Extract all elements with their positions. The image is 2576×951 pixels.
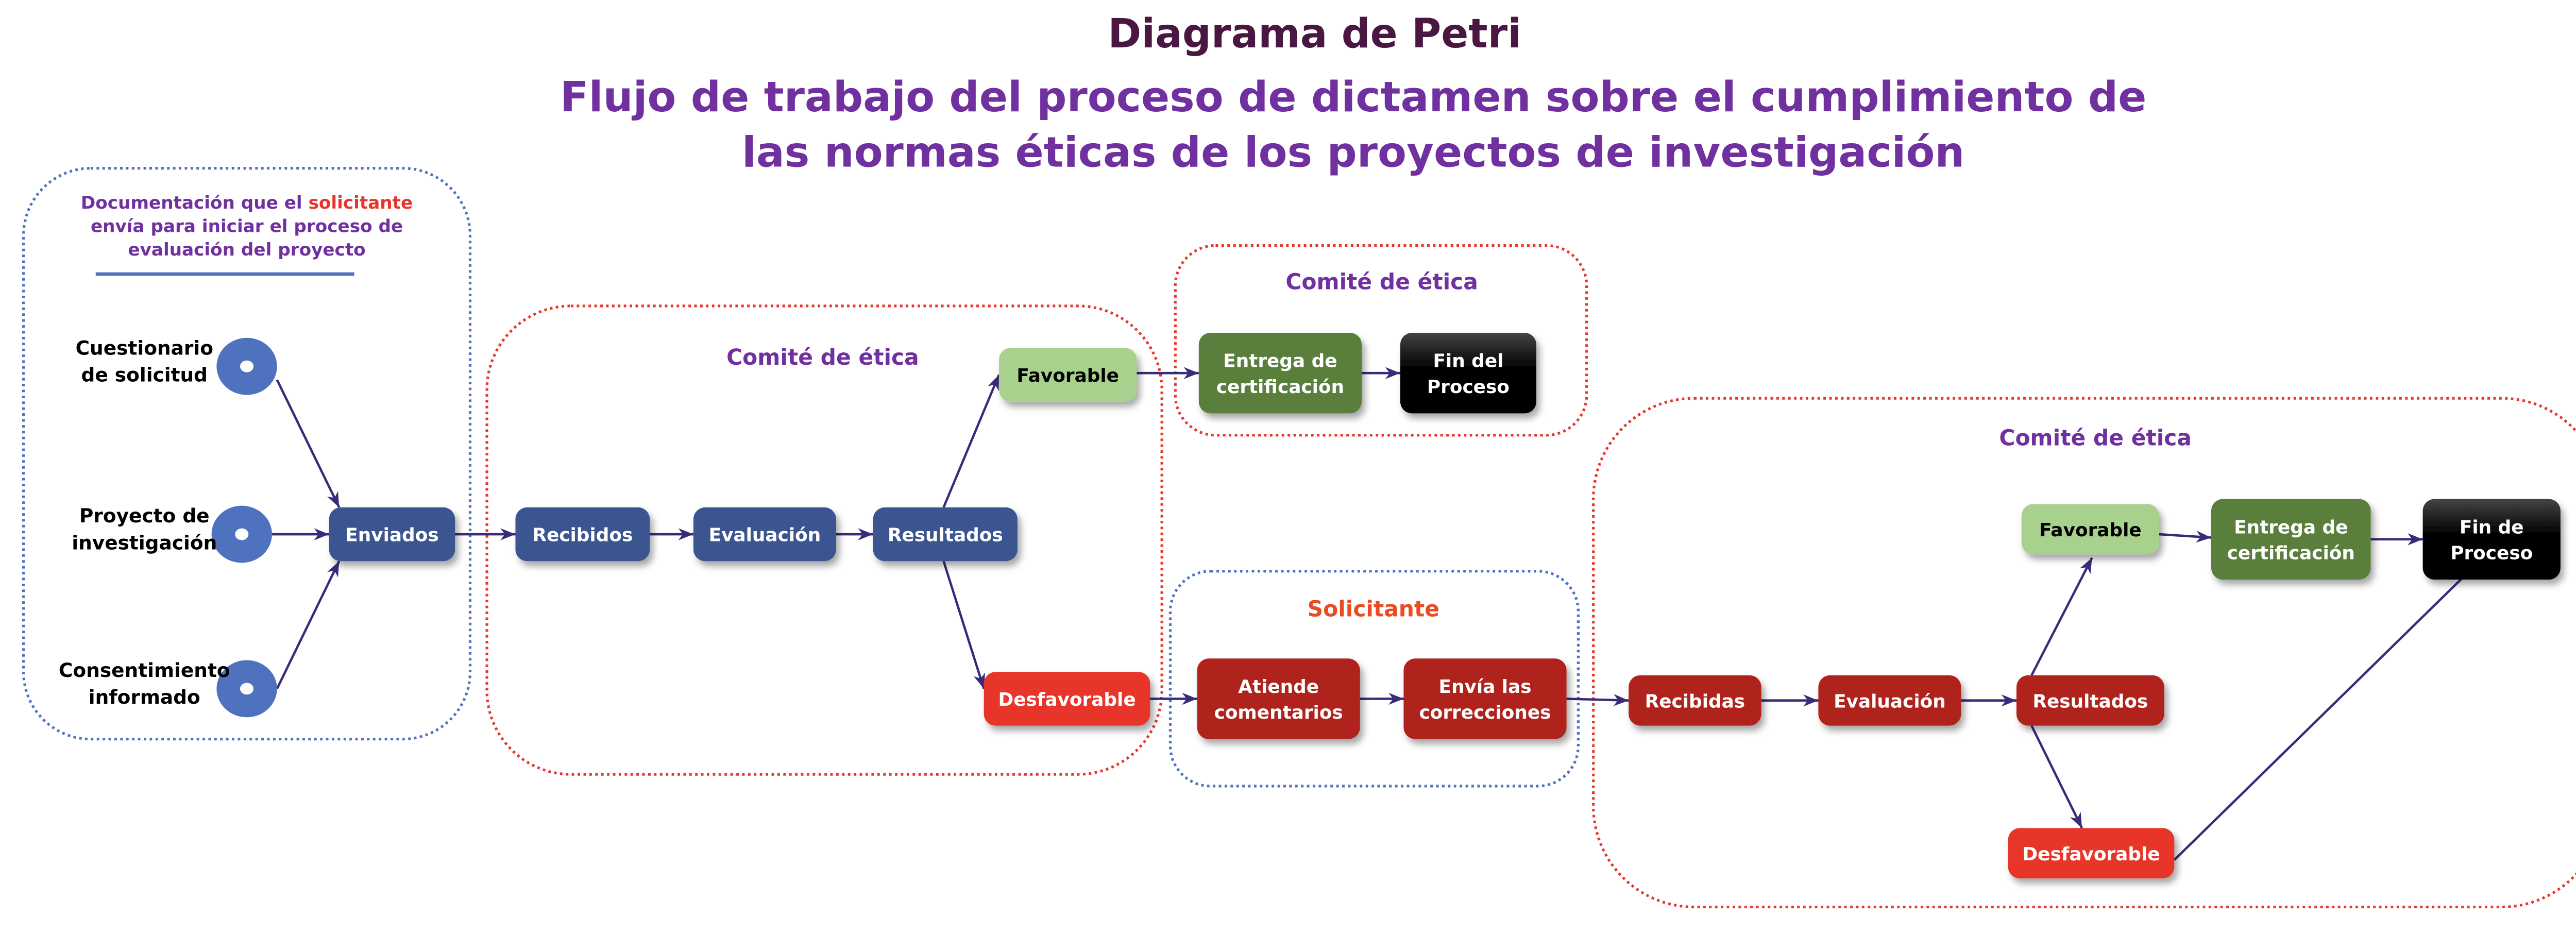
place-label-line2: informado <box>89 686 200 708</box>
committee-group-2 <box>1174 244 1588 437</box>
transition-label: Evaluación <box>1834 691 1946 712</box>
transition-favorable2: Favorable <box>2021 504 2159 555</box>
transition-evaluacion2: Evaluación <box>1818 675 1961 726</box>
place-token: Proyecto de investigación <box>72 504 272 563</box>
place-token: Cuestionario de solicitud <box>76 336 277 395</box>
committee-group-3 <box>1592 397 2576 909</box>
documentation-header-line3: evaluación del proyecto <box>128 240 365 260</box>
transition-box <box>515 507 650 562</box>
transition-label: Desfavorable <box>2022 844 2160 865</box>
transition-label: Proceso <box>2450 543 2533 564</box>
transition-label: Fin de <box>2460 517 2524 538</box>
transition-label: Favorable <box>1016 365 1119 386</box>
place-label-line1: Proyecto de <box>79 504 210 527</box>
transition-box <box>999 348 1137 402</box>
transition-box <box>2422 499 2561 580</box>
transition-box <box>1629 675 1761 726</box>
place-label-line1: Consentimiento <box>59 659 230 682</box>
transition-box <box>1198 332 1362 414</box>
transition-evaluacion1: Evaluación <box>693 507 836 562</box>
place-label-line2: investigación <box>72 531 217 554</box>
committee-group-1 <box>485 304 1163 776</box>
transition-resultados1: Resultados <box>873 507 1018 562</box>
transition-atiende: Atiende comentarios <box>1197 658 1360 739</box>
transition-box <box>1197 658 1360 739</box>
token-dot <box>240 360 254 372</box>
transition-desfavorable1: Desfavorable <box>984 672 1150 726</box>
committee-label-3: Comité de ética <box>1999 425 2192 450</box>
token-dot <box>235 528 249 540</box>
transition-box <box>329 507 455 562</box>
transition-desfavorable2: Desfavorable <box>2008 828 2175 879</box>
place-label-line1: Cuestionario <box>76 336 213 359</box>
transition-recibidas: Recibidas <box>1629 675 1761 726</box>
transition-label: Proceso <box>1427 377 1510 398</box>
transition-box <box>2211 499 2371 580</box>
transition-box <box>2016 675 2164 726</box>
transition-envia: Envía las correcciones <box>1403 658 1567 739</box>
transition-label: correcciones <box>1419 702 1551 723</box>
transition-entrega2: Entrega de certificación <box>2211 499 2371 580</box>
diagram-subtitle-line2: las normas éticas de los proyectos de in… <box>742 128 1965 177</box>
transition-label: Recibidas <box>1645 691 1745 712</box>
arc-arrow <box>2159 530 2212 543</box>
transition-fin2: Fin de Proceso <box>2422 499 2561 580</box>
transition-label: Envía las <box>1438 676 1531 698</box>
transition-box <box>1400 332 1536 414</box>
transition-label: Atiende <box>1238 676 1319 698</box>
arc-arrow <box>276 561 341 689</box>
transition-label: certificación <box>2227 543 2355 564</box>
transition-entrega1: Entrega de certificación <box>1198 332 1362 414</box>
applicant-label: Solicitante <box>1308 597 1439 622</box>
place-label-line2: de solicitud <box>81 364 208 386</box>
transition-label: Resultados <box>888 525 1003 546</box>
documentation-header-line1: Documentación que el solicitante <box>81 193 413 213</box>
transition-label: Favorable <box>2039 520 2142 541</box>
transition-label: Desfavorable <box>998 689 1136 710</box>
transition-box <box>2021 504 2159 555</box>
transition-recibidos: Recibidos <box>515 507 650 562</box>
documentation-group <box>22 167 472 741</box>
transition-label: Resultados <box>2032 691 2148 712</box>
transition-label: Fin del <box>1433 351 1503 372</box>
arc-arrow <box>1566 694 1629 706</box>
committee-label-1: Comité de ética <box>726 345 919 370</box>
arc-arrow <box>2030 725 2083 829</box>
transition-label: Entrega de <box>2234 517 2348 538</box>
transition-box <box>1818 675 1961 726</box>
arc-arrow <box>942 561 986 689</box>
transition-resultados2: Resultados <box>2016 675 2164 726</box>
place-token: Consentimiento informado <box>59 659 277 718</box>
transition-enviados: Enviados <box>329 507 455 562</box>
transition-favorable1: Favorable <box>999 348 1137 402</box>
arc-arrow <box>2030 557 2093 676</box>
arc-arrow <box>2173 547 2495 861</box>
transition-label: comentarios <box>1214 702 1343 723</box>
transition-label: Entrega de <box>1223 351 1337 372</box>
transition-label: Enviados <box>345 525 438 546</box>
transition-box <box>873 507 1018 562</box>
arc-arrow <box>276 379 341 508</box>
transition-label: certificación <box>1216 377 1344 398</box>
committee-label-2: Comité de ética <box>1285 269 1478 294</box>
transition-box <box>984 672 1150 726</box>
documentation-header-line2: envía para iniciar el proceso de <box>91 216 403 236</box>
arc-arrow <box>942 374 1001 508</box>
diagram-title: Diagrama de Petri <box>1108 10 1521 57</box>
token-dot <box>240 683 254 695</box>
transition-box <box>2008 828 2175 879</box>
transition-label: Recibidos <box>532 525 633 546</box>
transition-box <box>693 507 836 562</box>
diagram-subtitle-line1: Flujo de trabajo del proceso de dictamen… <box>560 73 2146 122</box>
transition-label: Evaluación <box>709 525 821 546</box>
transition-box <box>1403 658 1567 739</box>
